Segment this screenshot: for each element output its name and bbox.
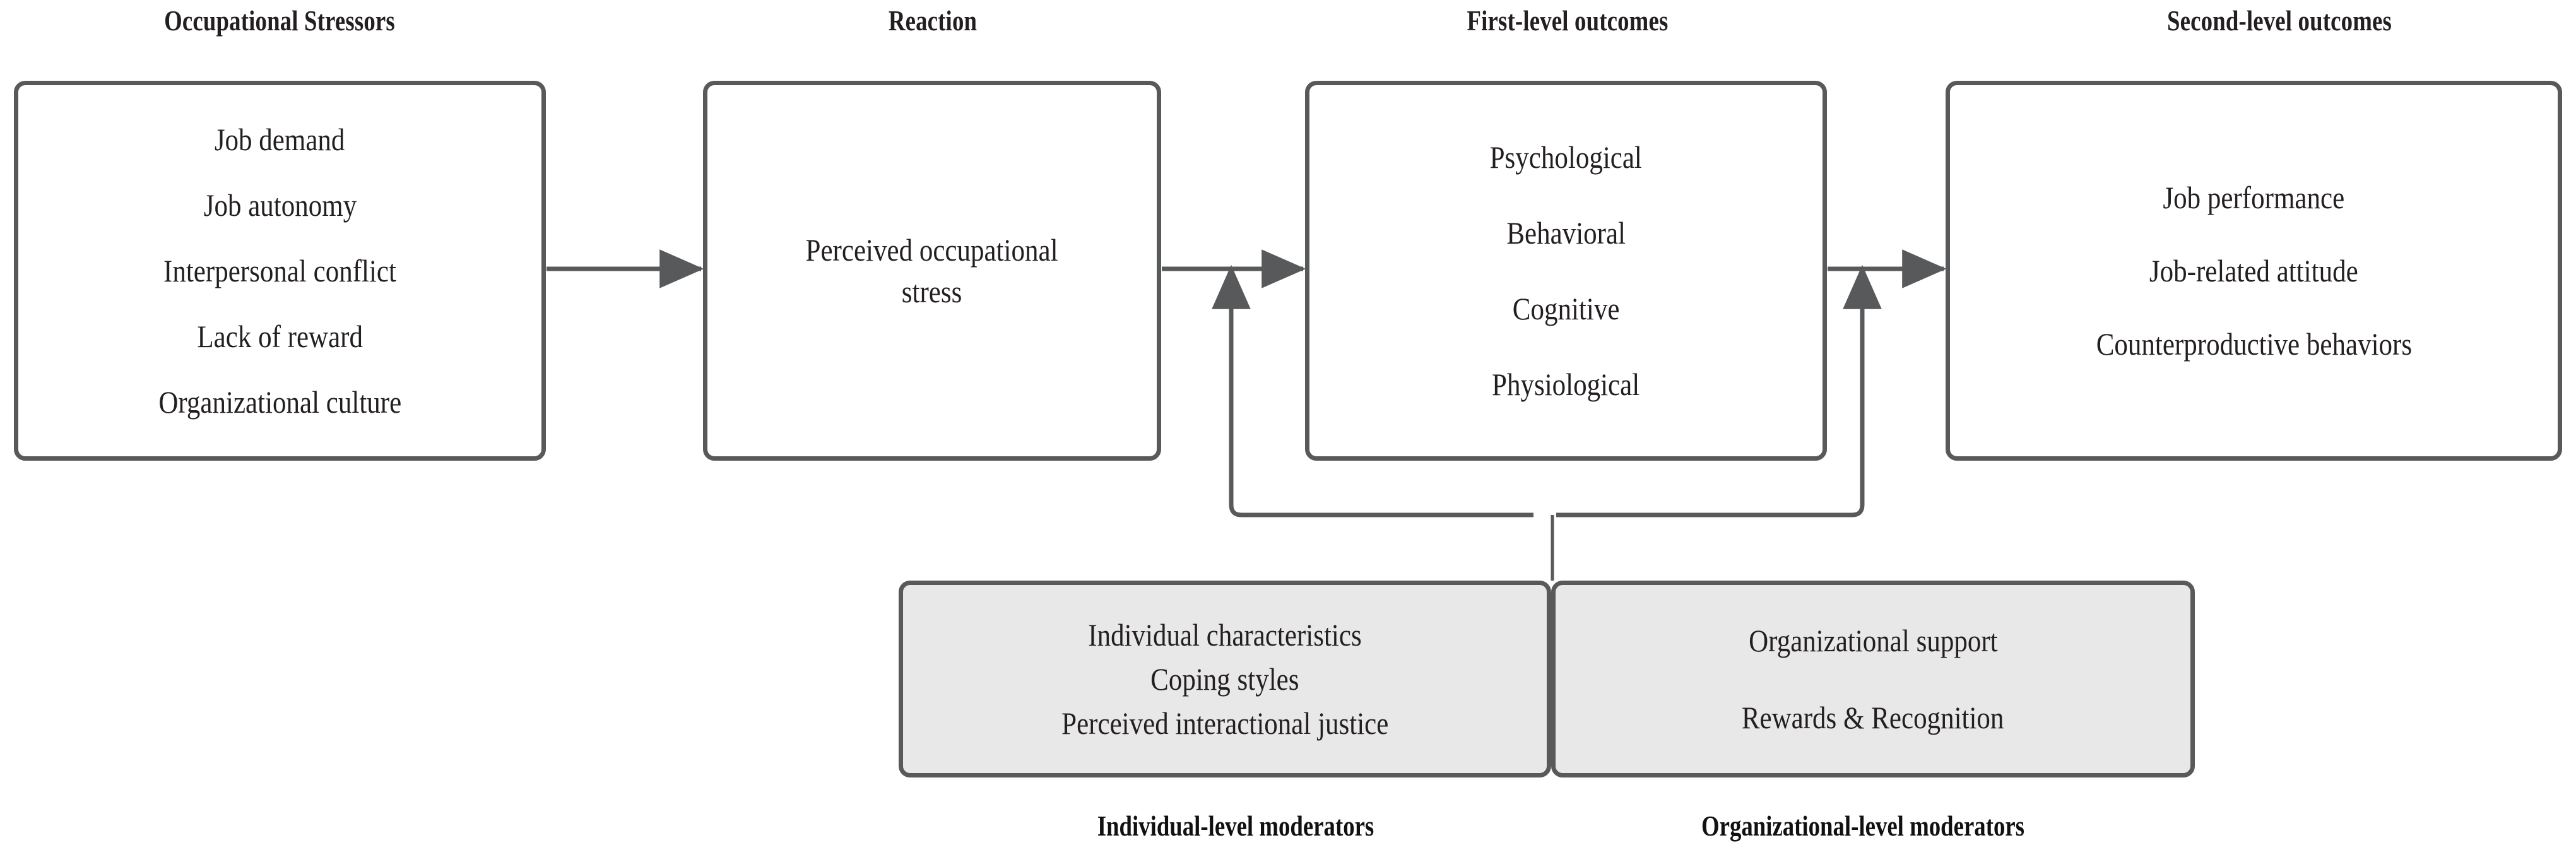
box-line: Rewards & Recognition (1742, 700, 2004, 735)
box-individual-level-moderators: Individual characteristics Coping styles… (899, 581, 1551, 777)
box-line: Individual characteristics (1088, 617, 1362, 653)
moderator-bus-left (1229, 292, 1533, 517)
column-header-first-level-outcomes: First-level outcomes (1467, 4, 1669, 37)
box-line: Job performance (2163, 180, 2345, 215)
box-line: Organizational culture (158, 384, 401, 420)
box-line: Coping styles (1150, 661, 1299, 697)
box-line: Job autonomy (203, 187, 357, 223)
box-reaction: Perceived occupational stress (703, 81, 1161, 461)
box-organizational-level-moderators: Organizational support Rewards & Recogni… (1551, 581, 2195, 777)
caption-organizational-level-moderators: Organizational-level moderators (1701, 810, 2025, 842)
box-line: Perceived occupational (806, 232, 1058, 268)
column-header-second-level-outcomes: Second-level outcomes (2167, 4, 2392, 37)
box-second-level-outcomes: Job performance Job-related attitude Cou… (1946, 81, 2562, 461)
box-line: Organizational support (1748, 623, 1998, 658)
box-line: Counterproductive behaviors (2096, 326, 2412, 362)
box-line: Lack of reward (197, 319, 363, 354)
column-header-reaction: Reaction (888, 4, 978, 37)
box-line: Job-related attitude (2149, 253, 2358, 288)
column-header-occupational-stressors: Occupational Stressors (164, 4, 395, 37)
box-line: Job demand (215, 122, 345, 157)
box-line: Psychological (1489, 139, 1643, 175)
box-line: Physiological (1492, 367, 1640, 402)
box-line: Behavioral (1506, 215, 1626, 251)
box-first-level-outcomes: Psychological Behavioral Cognitive Physi… (1305, 81, 1827, 461)
box-line: Cognitive (1512, 291, 1620, 326)
moderator-bus-right (1556, 292, 1865, 517)
box-line: Perceived interactional justice (1061, 706, 1389, 741)
box-occupational-stressors: Job demand Job autonomy Interpersonal co… (14, 81, 546, 461)
box-line: Interpersonal conflict (163, 253, 396, 288)
caption-individual-level-moderators: Individual-level moderators (1097, 810, 1374, 842)
box-line: stress (902, 274, 962, 309)
